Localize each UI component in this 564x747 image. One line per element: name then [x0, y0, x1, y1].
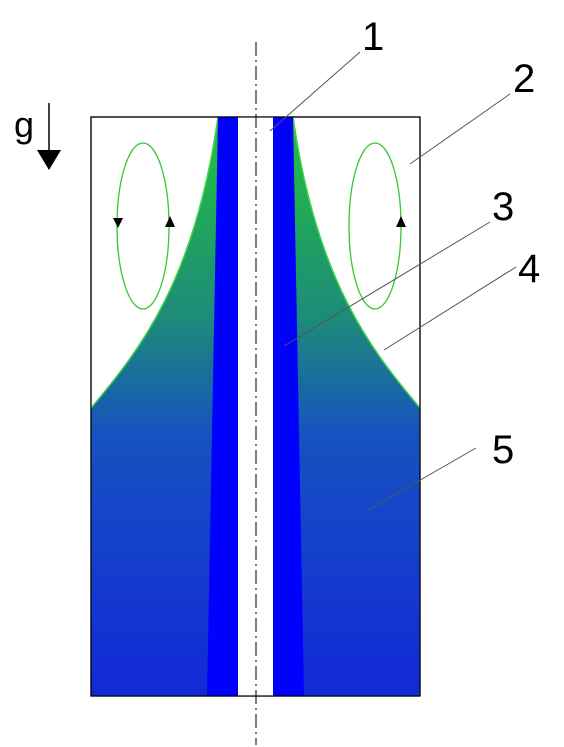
callout-label-2: 2 — [513, 57, 535, 101]
leader-line-1 — [269, 51, 361, 132]
gravity-arrow-icon — [37, 150, 61, 170]
leader-line-2 — [409, 93, 511, 165]
container-border — [90, 116, 421, 697]
arrow-down-icon — [113, 218, 123, 228]
leader-line-3 — [283, 221, 491, 347]
leader-line-4 — [383, 266, 517, 351]
rod-right — [273, 117, 304, 696]
rod-left — [207, 117, 238, 696]
callout-label-3: 3 — [492, 185, 514, 229]
callout-label-4: 4 — [518, 247, 540, 291]
arrow-up-icon — [396, 216, 406, 227]
free-surface-left — [90, 116, 219, 409]
gravity-label: g — [14, 104, 34, 145]
liquid-right — [293, 117, 420, 696]
liquid-left — [91, 117, 218, 696]
leader-line-5 — [367, 447, 477, 511]
free-surface-right — [292, 116, 421, 409]
callout-label-1: 1 — [362, 15, 384, 59]
arrow-up-icon — [165, 216, 175, 227]
callout-label-5: 5 — [492, 428, 514, 472]
